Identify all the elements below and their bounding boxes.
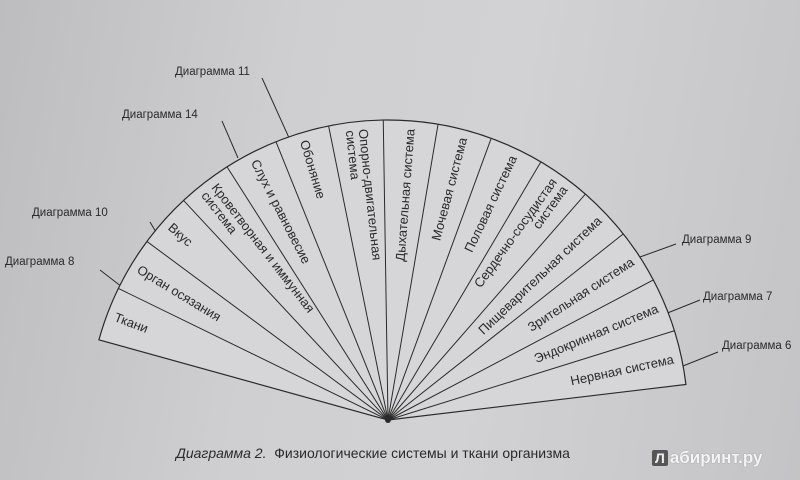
callout-leader-line — [639, 243, 677, 258]
callout-leader-line — [682, 351, 719, 367]
callout-diagram-9: Диаграмма 9 — [682, 234, 752, 246]
sector-divider — [387, 138, 492, 421]
callout-leader-line — [99, 269, 123, 288]
callout-diagram-6: Диаграмма 6 — [722, 340, 792, 352]
sector-divider — [387, 193, 586, 421]
sector-divider — [146, 241, 389, 421]
fan-center-point — [385, 417, 391, 423]
callout-diagram-10: Диаграмма 10 — [32, 207, 108, 219]
sector-divider — [275, 141, 389, 421]
watermark-text: абиринт.ру — [669, 448, 763, 467]
callout-diagram-11: Диаграмма 11 — [175, 66, 250, 78]
sector-divider — [328, 125, 389, 421]
sector-label-text: система — [343, 130, 363, 182]
callout-diagram-14: Диаграмма 14 — [122, 109, 198, 121]
sector-divider — [226, 166, 389, 421]
caption-title: Физиологические системы и ткани организм… — [274, 445, 570, 461]
caption-number: Диаграмма 2. — [176, 445, 267, 461]
sector-divider — [382, 120, 389, 421]
sector-divider — [387, 161, 542, 421]
sector-divider — [183, 200, 389, 421]
callout-leader-line — [664, 299, 701, 315]
callout-diagram-8: Диаграмма 8 — [5, 256, 75, 268]
sector-divider — [387, 330, 675, 421]
watermark-mark: Л — [652, 450, 668, 466]
sector-divider — [387, 124, 439, 421]
sector-divider — [387, 279, 654, 421]
callout-leader-line — [261, 77, 291, 141]
figure-caption: Диаграмма 2. Физиологические системы и т… — [176, 445, 570, 461]
sector-divider — [387, 233, 624, 421]
callout-leader-line — [221, 120, 239, 159]
fan-outline — [98, 119, 687, 421]
sector-divider — [118, 287, 389, 421]
callout-diagram-7: Диаграмма 7 — [703, 291, 773, 303]
